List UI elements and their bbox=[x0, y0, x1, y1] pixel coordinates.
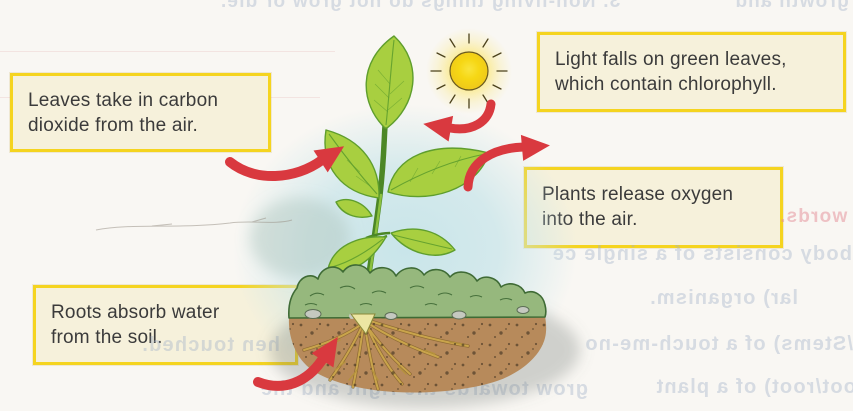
plant-icon bbox=[324, 35, 490, 333]
callout-box-water: Roots absorb water from the soil. bbox=[33, 285, 298, 365]
bleedthrough-text: grow towards the right and the bbox=[259, 378, 588, 400]
callout-text-line: Light falls on green leaves, bbox=[555, 49, 787, 70]
leaf-upper-left bbox=[324, 129, 380, 199]
sun-icon bbox=[426, 28, 512, 114]
callout-text-line: dioxide from the air. bbox=[28, 115, 199, 137]
bleedthrough-text: 3. Non-living things do not grow or die. bbox=[219, 0, 621, 12]
callout-box-light: Light falls on green leaves, which conta… bbox=[537, 32, 846, 112]
callout-box-oxygen: Plants release oxygen into the air. bbox=[524, 167, 783, 248]
scratch-mark bbox=[95, 217, 293, 231]
bleedthrough-text: lar) organism. bbox=[648, 287, 798, 309]
soil-icon bbox=[288, 264, 547, 393]
roots bbox=[302, 318, 470, 391]
callout-box-carbon-dioxide: Leaves take in carbon dioxide from the a… bbox=[10, 73, 271, 152]
bleedthrough-text: oot/root) of a plant bbox=[655, 376, 853, 398]
bleedthrough-text: /Stems) of a touch-me-no bbox=[584, 333, 853, 355]
arrow-light-icon bbox=[423, 99, 496, 142]
callout-text-line: Leaves take in carbon bbox=[28, 90, 219, 111]
leaf-top bbox=[365, 35, 414, 129]
grass bbox=[288, 264, 547, 319]
root-crown bbox=[350, 313, 376, 335]
leaf-right bbox=[387, 147, 490, 198]
callout-text-line: into the air. bbox=[542, 209, 638, 231]
callout-text-line: which contain chlorophyll. bbox=[555, 74, 777, 96]
callout-text-line: Roots absorb water bbox=[51, 302, 220, 323]
leaf-lower-right bbox=[390, 228, 456, 256]
stones bbox=[304, 306, 530, 320]
bleedthrough-text: cle of growth and bbox=[734, 0, 853, 12]
leaf-mid-left bbox=[335, 198, 373, 218]
leaf-lower-left bbox=[327, 236, 387, 272]
faint-ruled-line bbox=[0, 51, 335, 52]
callout-text-line: Plants release oxygen bbox=[542, 184, 734, 205]
callout-text-line: from the soil. bbox=[51, 327, 163, 349]
